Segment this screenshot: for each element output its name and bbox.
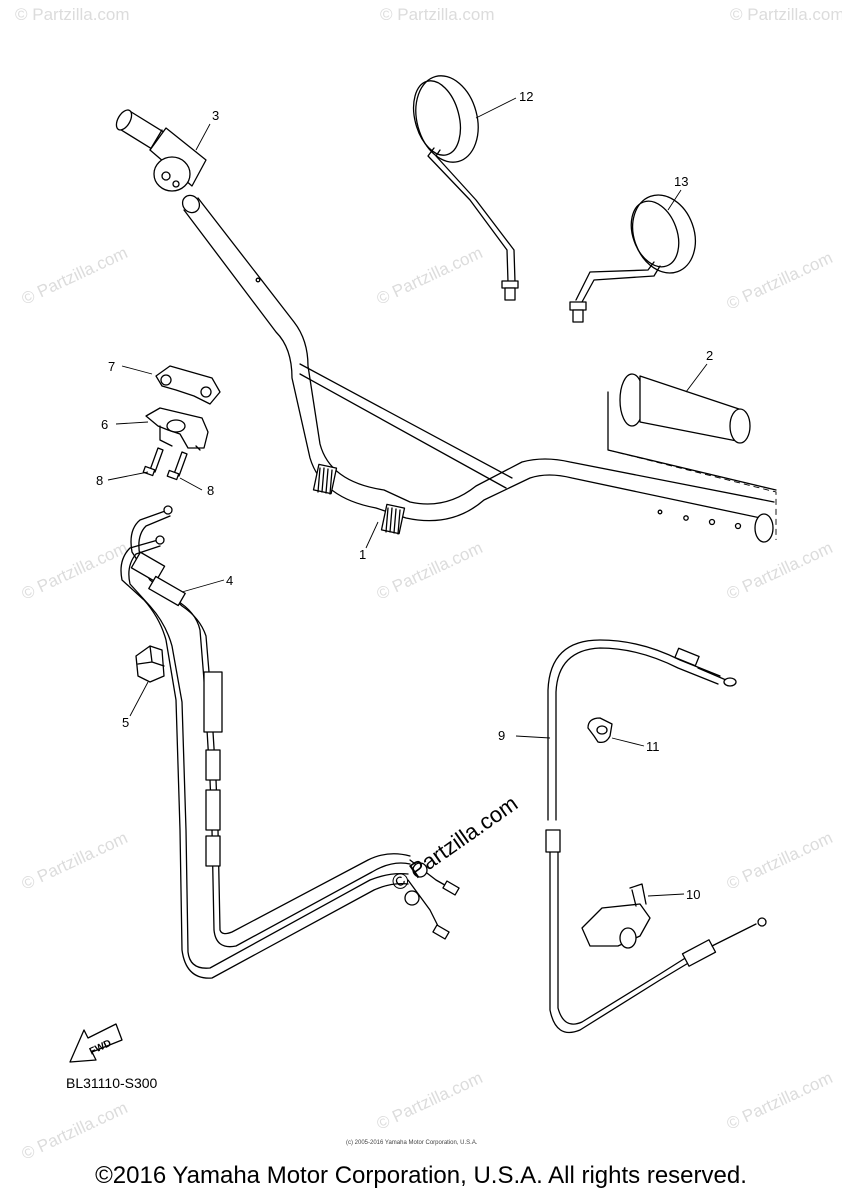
diagram-code: BL31110-S300 (66, 1075, 158, 1091)
callout-1: 1 (359, 547, 366, 562)
leader-lines (107, 97, 708, 897)
part-11-clip (587, 717, 613, 744)
part-8-bolts (142, 447, 188, 481)
callouts: 3 12 13 2 7 6 8 8 4 1 5 9 11 10 (96, 89, 713, 902)
watermark: © Partzilla.com (374, 243, 486, 309)
callout-3: 3 (212, 108, 219, 123)
knurl-band (312, 463, 406, 535)
small-copyright: (c) 2005-2016 Yamaha Motor Corporation, … (346, 1140, 478, 1146)
watermark: © Partzilla.com (15, 5, 130, 24)
fwd-arrow-icon: FWD (69, 1023, 123, 1063)
part-10-clamp (581, 883, 651, 949)
watermark: © Partzilla.com (724, 1068, 836, 1134)
part-2-grip (607, 373, 777, 540)
callout-10: 10 (686, 887, 700, 902)
watermark: © Partzilla.com (730, 5, 842, 24)
part-6-lower-holder (145, 407, 209, 451)
callout-13: 13 (674, 174, 688, 189)
watermark: © Partzilla.com (374, 538, 486, 604)
callout-6: 6 (101, 417, 108, 432)
watermark: © Partzilla.com (19, 243, 131, 309)
copyright-notice: ©2016 Yamaha Motor Corporation, U.S.A. A… (95, 1162, 747, 1189)
watermark: © Partzilla.com (374, 1068, 486, 1134)
part-9-clutch-cable (545, 639, 767, 1034)
callout-11: 11 (646, 739, 660, 754)
callout-7: 7 (108, 359, 115, 374)
part-7-upper-holder (155, 365, 221, 405)
watermark: © Partzilla.com (724, 538, 836, 604)
watermark: © Partzilla.com (380, 5, 495, 24)
callout-5: 5 (122, 715, 129, 730)
watermark: © Partzilla.com (19, 828, 131, 894)
callout-12: 12 (519, 89, 533, 104)
watermark: © Partzilla.com (19, 1098, 131, 1164)
part-1-handlebar (181, 194, 775, 543)
callout-9: 9 (498, 728, 505, 743)
part-4-throttle-cables (120, 505, 460, 979)
watermark: © Partzilla.com (19, 538, 131, 604)
watermark: © Partzilla.com (724, 248, 836, 314)
center-watermark: © Partzilla.com (387, 791, 523, 897)
watermark: © Partzilla.com (724, 828, 836, 894)
part-3-throttle-grip (115, 109, 207, 192)
callout-4: 4 (226, 573, 233, 588)
part-12-left-mirror (412, 75, 519, 301)
callout-8: 8 (207, 483, 214, 498)
part-13-right-mirror (569, 194, 696, 323)
callout-8: 8 (96, 473, 103, 488)
watermark-layer: © Partzilla.com © Partzilla.com © Partzi… (15, 5, 842, 1164)
part-5-cable-holder (135, 645, 165, 683)
callout-2: 2 (706, 348, 713, 363)
